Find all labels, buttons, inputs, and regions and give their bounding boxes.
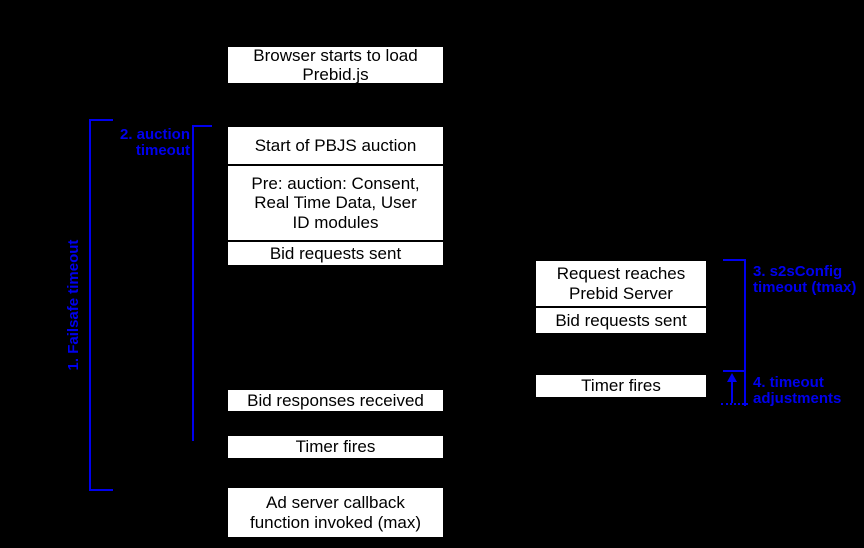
box-bid-requests-sent: Bid requests sent <box>226 240 445 267</box>
auction-bracket-line <box>192 125 194 441</box>
auction-timeout-label: 2. auction timeout <box>119 126 190 159</box>
box-ad-server-callback: Ad server callback function invoked (max… <box>226 486 445 539</box>
up-arrow-icon <box>727 373 737 382</box>
server-stack: Request reaches Prebid Server Bid reques… <box>534 259 708 335</box>
s2s-timeout-label: 3. s2sConfig timeout (tmax) <box>753 263 857 296</box>
box-browser-load: Browser starts to load Prebid.js <box>226 45 445 85</box>
adjustment-dotted-line <box>721 403 748 405</box>
s2s-bracket-line <box>744 259 746 406</box>
s2s-bracket-tick-top <box>723 259 746 261</box>
box-bid-requests-sent-server: Bid requests sent <box>534 306 708 335</box>
box-request-reaches-prebid-server: Request reaches Prebid Server <box>534 259 708 308</box>
box-timer-fires-server: Timer fires <box>534 373 708 399</box>
up-arrow-shaft <box>731 382 733 403</box>
s2s-bracket-tick-mid <box>723 370 746 372</box>
auction-bracket-tick-top <box>192 125 212 127</box>
timeout-adjustments-label: 4. timeout adjustments <box>753 374 842 407</box>
failsafe-bracket-line <box>89 119 91 491</box>
failsafe-bracket-tick-bottom <box>89 489 113 491</box>
box-timer-fires-client: Timer fires <box>226 434 445 460</box>
box-auction-start: Start of PBJS auction <box>226 125 445 166</box>
failsafe-timeout-label: 1. Failsafe timeout <box>65 239 82 371</box>
box-bid-responses-received: Bid responses received <box>226 388 445 413</box>
box-pre-auction-modules: Pre: auction: Consent, Real Time Data, U… <box>226 164 445 242</box>
auction-stack: Start of PBJS auction Pre: auction: Cons… <box>226 125 445 267</box>
failsafe-bracket-tick-top <box>89 119 113 121</box>
